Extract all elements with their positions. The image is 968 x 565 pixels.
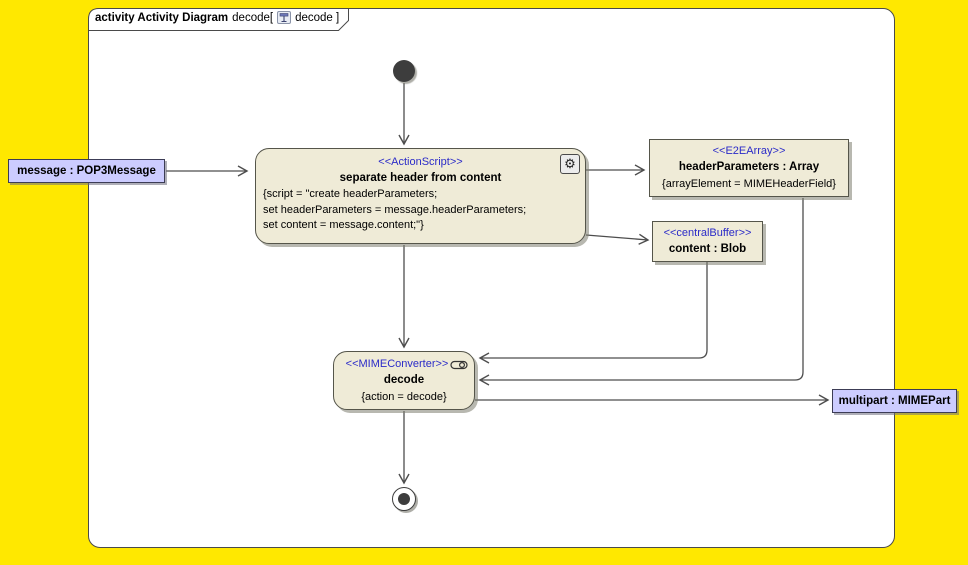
- script-line: {script = "create headerParameters;: [263, 188, 438, 200]
- script-line: set content = message.content;"}: [263, 219, 424, 231]
- initial-node[interactable]: [393, 60, 415, 82]
- output-parameter-label: multipart : MIMEPart: [838, 395, 951, 407]
- script-line: set headerParameters = message.headerPar…: [263, 203, 527, 216]
- frame-tab-pre: decode[: [232, 11, 274, 24]
- diagram-frame[interactable]: [88, 8, 895, 548]
- decode-constraint: {action = decode}: [361, 391, 447, 403]
- frame-tab-post: decode ]: [295, 11, 340, 24]
- final-node[interactable]: [392, 487, 416, 511]
- frame-tab[interactable]: activity Activity Diagram decode[ decode…: [95, 11, 339, 24]
- output-parameter-node[interactable]: multipart : MIMEPart: [832, 389, 957, 413]
- pin-stadium-icon: [450, 360, 468, 370]
- action-stereotype: <<ActionScript>>: [378, 156, 463, 168]
- decode-action-node[interactable]: <<MIMEConverter>> decode {action = decod…: [333, 351, 475, 410]
- input-parameter-label: message : POP3Message: [17, 165, 156, 177]
- array-name: headerParameters : Array: [678, 161, 820, 173]
- buffer-stereotype: <<centralBuffer>>: [663, 227, 752, 239]
- central-buffer-node[interactable]: <<centralBuffer>> content : Blob: [652, 221, 763, 262]
- decode-stereotype: <<MIMEConverter>>: [345, 358, 449, 370]
- action-name: separate header from content: [339, 172, 502, 184]
- array-object-node[interactable]: <<E2EArray>> headerParameters : Array {a…: [649, 139, 849, 197]
- activity-diagram-icon: [277, 11, 292, 24]
- action-script-body: {script = "create headerParameters; set …: [256, 187, 585, 234]
- array-stereotype: <<E2EArray>>: [712, 145, 786, 157]
- gear-icon: ⚙: [560, 154, 580, 174]
- action-node-separate-header[interactable]: ⚙ <<ActionScript>> separate header from …: [255, 148, 586, 244]
- array-constraint: {arrayElement = MIMEHeaderField}: [662, 178, 836, 190]
- input-parameter-node[interactable]: message : POP3Message: [8, 159, 165, 183]
- decode-name: decode: [383, 374, 425, 386]
- final-node-dot: [398, 493, 410, 505]
- buffer-name: content : Blob: [668, 243, 747, 255]
- frame-tab-title: activity Activity Diagram: [95, 11, 229, 24]
